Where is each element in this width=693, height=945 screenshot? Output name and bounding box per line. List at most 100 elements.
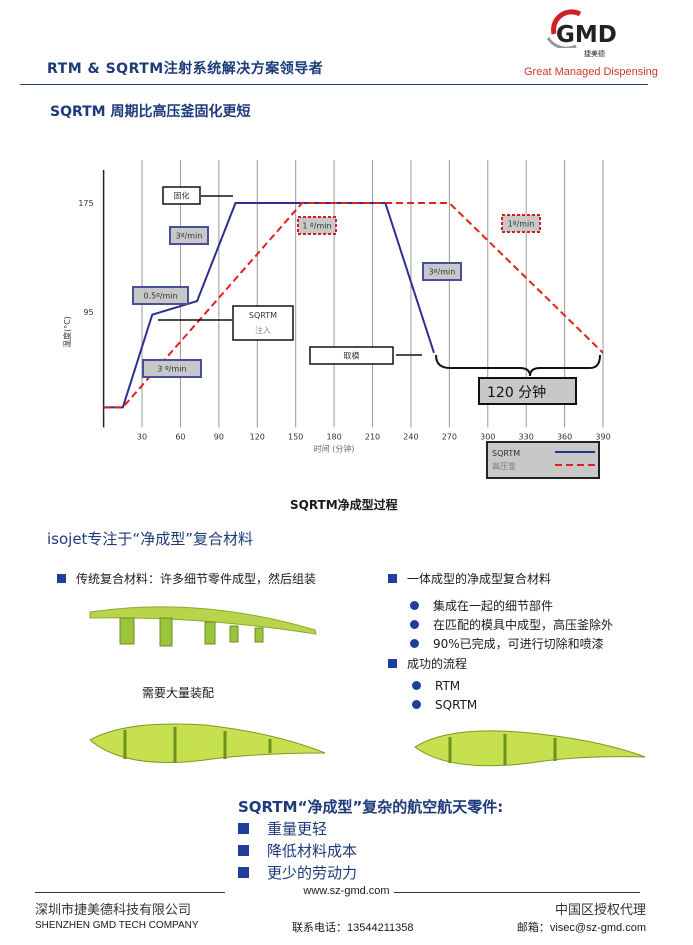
integrated-wing-image-left [89,723,326,763]
x-tick-label: 120 [250,432,265,441]
header-divider [20,84,648,85]
footer-divider-left [35,892,225,893]
logo-mark: GMD [546,9,617,48]
square-bullet-icon [388,574,397,583]
x-tick-label: 210 [365,432,380,441]
traditional-title: 传统复合材料：许多细节零件成型，然后组装 [57,570,316,587]
label-duration: 120 分钟 [487,384,546,401]
list-item-text: 更少的劳动力 [267,864,358,882]
footer-email: 邮箱：visec@sz-gmd.com [516,922,646,934]
page-header-title: RTM & SQRTM注射系统解决方案领导者 [47,61,324,77]
logo-tagline: Great Managed Dispensing [524,66,658,78]
list-item-text: 降低材料成本 [267,842,358,860]
list-item: RTM [412,677,477,696]
logo-arc-grey [546,37,577,48]
circle-bullet-icon [410,620,419,629]
label-rate-box [132,286,189,305]
label-rate-box [297,216,337,235]
label-demold: 取模 [344,351,360,361]
flow-list: RTM SQRTM [412,677,477,715]
square-bullet-icon [238,867,249,878]
list-item-text: SQRTM [435,698,478,712]
list-item: 在匹配的模具中成型，高压釜除外 [410,616,613,635]
y-tick-label: 95 [83,308,93,317]
label-rate: 3º/min [429,268,456,277]
logo-text: GMD [556,22,617,48]
label-inject: 注入 [255,325,271,335]
list-item-text: 集成在一起的细节部件 [433,599,554,613]
footer-company-cn: 深圳市捷美德科技有限公司 [35,902,192,917]
label-rate: 1º/min [508,220,535,229]
x-tick-label: 240 [403,432,418,441]
list-item-text: 90%已完成，可进行切除和喷漆 [433,637,604,651]
gmd-logo: GMD 捷美德 [538,8,638,64]
section-heading: isojet专注于“净成型”复合材料 [47,530,253,548]
circle-bullet-icon [410,601,419,610]
x-tick-label: 330 [519,432,534,441]
chart-caption: SQRTM净成型过程 [290,498,398,512]
summary-title: SQRTM“净成型”复杂的航空航天零件: [238,798,504,816]
label-rate-box [169,226,209,245]
label-rate: 1 º/min [302,222,331,231]
square-bullet-icon [238,823,249,834]
logo-arc-red [551,9,582,35]
y-tick-label: 175 [78,199,93,208]
list-item-text: 重量更轻 [267,820,328,838]
x-tick-label: 90 [214,432,224,441]
netshape-title: 一体成型的净成型复合材料 [388,570,551,587]
x-tick-label: 150 [288,432,303,441]
sqrtm-inject-box [232,305,294,341]
label-cure: 固化 [174,191,190,201]
footer-company-en: SHENZHEN GMD TECH COMPANY [35,920,199,931]
legend-label: 高压釜 [492,461,516,471]
square-bullet-icon [57,574,66,583]
footer-phone: 联系电话：13544211358 [292,922,414,934]
circle-bullet-icon [412,681,421,690]
x-tick-label: 60 [175,432,185,441]
brace [435,354,601,377]
legend-label: SQRTM [492,449,520,458]
list-item: 90%已完成，可进行切除和喷漆 [410,635,613,654]
footer-agent: 中国区授权代理 [554,902,646,917]
label-sqrtm: SQRTM [249,311,277,320]
x-axis-label: 时间 (分钟) [314,443,355,453]
list-item: 重量更轻 [238,818,357,840]
list-item: 更少的劳动力 [238,862,357,884]
series-line-autoclave [103,202,604,409]
label-rate: 3º/min [176,232,203,241]
traditional-title-text: 传统复合材料：许多细节零件成型，然后组装 [76,572,317,586]
label-rate-box [501,214,541,233]
x-tick-label: 30 [137,432,147,441]
circle-bullet-icon [412,700,421,709]
circle-bullet-icon [410,639,419,648]
list-item: 降低材料成本 [238,840,357,862]
label-rate-box [142,359,202,378]
integrated-wing-image-right [414,730,646,767]
x-tick-label: 270 [442,432,457,441]
traditional-parts-image [89,606,317,647]
assembly-note: 需要大量装配 [142,686,215,700]
flow-title-text: 成功的流程 [407,657,468,671]
footer-url[interactable]: www.sz-gmd.com [299,885,394,897]
list-item: 集成在一起的细节部件 [410,597,613,616]
x-tick-label: 390 [595,432,610,441]
square-bullet-icon [388,659,397,668]
x-tick-label: 300 [480,432,495,441]
netshape-list: 集成在一起的细节部件 在匹配的模具中成型，高压釜除外 90%已完成，可进行切除和… [410,597,613,654]
footer-url-wrap: www.sz-gmd.com [0,885,693,897]
logo-cn: 捷美德 [584,50,605,58]
flow-title: 成功的流程 [388,655,467,672]
summary-list: 重量更轻 降低材料成本 更少的劳动力 [238,818,357,884]
legend-box [486,441,600,479]
label-rate: 3 º/min [157,365,186,374]
netshape-title-text: 一体成型的净成型复合材料 [407,572,552,586]
duration-box [478,377,577,405]
list-item-text: RTM [435,679,461,693]
label-rate-box [422,262,462,281]
footer-divider-right [340,892,640,893]
x-tick-label: 360 [557,432,572,441]
square-bullet-icon [238,845,249,856]
list-item-text: 在匹配的模具中成型，高压釜除外 [433,618,614,632]
